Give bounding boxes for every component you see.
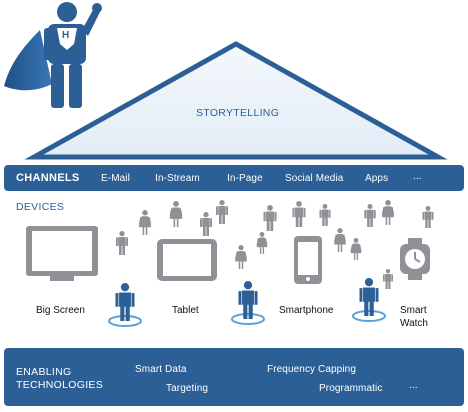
hero-raised-arm [82,8,100,36]
channels-title: CHANNELS [16,172,80,184]
tech-frequency-capping: Frequency Capping [267,364,356,375]
gray-person-icon [381,200,395,225]
tech-programmatic: Programmatic [319,383,383,394]
targeted-users [108,278,386,327]
gray-person-icon [216,200,228,224]
smartwatch-icon [400,238,430,280]
gray-person-icon [383,269,393,289]
enabling-title-line1: ENABLING [16,366,72,378]
gray-person-icon [256,232,268,254]
superhero-figure [4,2,102,108]
gray-person-icon [138,210,152,235]
gray-person-icon [350,238,362,260]
gray-person-icon [422,206,434,228]
channels-bar [4,165,464,191]
gray-person-icon [235,245,247,269]
enabling-title-line2: TECHNOLOGIES [16,379,104,391]
hero-right-leg [69,64,82,108]
tech-more: ... [409,380,418,391]
devices-title: DEVICES [16,201,65,213]
gray-person-icon [319,204,331,226]
channel-apps: Apps [365,173,389,184]
gray-person-icon [116,231,128,255]
gray-person-icon [169,201,183,227]
device-label-big-screen: Big Screen [36,305,85,316]
smartphone-icon [294,236,322,284]
hero-badge-letter: H [62,30,70,41]
target-ring-icon [352,310,386,322]
storytelling-label: STORYTELLING [196,107,280,119]
hero-head [57,2,77,22]
targeted-person-icon [359,278,379,316]
gray-person-icon [200,212,212,236]
targeted-person-icon [115,283,135,321]
cape-shape [4,30,52,91]
storytelling-roof [24,41,448,160]
device-label-smart-watch: Smart Watch [400,305,428,329]
device-label-smartphone: Smartphone [279,305,334,316]
monitor-icon [26,226,98,281]
channel-social-media: Social Media [285,173,344,184]
device-label-tablet: Tablet [172,305,199,316]
channel-email: E-Mail [101,173,130,184]
gray-person-icon [334,228,346,252]
target-ring-icon [231,313,265,325]
gray-person-icon [364,204,376,227]
gray-person-icon [292,201,306,227]
hero-left-arm [44,28,51,60]
channel-more: ... [413,171,422,182]
targeted-person-icon [238,281,258,319]
hero-badge [57,28,77,50]
channel-in-page: In-Page [227,173,263,184]
target-ring-icon [108,315,142,327]
tablet-icon [157,239,217,281]
gray-person-icon [263,205,277,231]
audience-crowd [116,200,434,289]
hero-left-leg [51,64,64,108]
tech-targeting: Targeting [166,383,209,394]
channel-in-stream: In-Stream [155,173,200,184]
tech-smart-data: Smart Data [135,364,187,375]
enabling-technologies-bar [4,348,464,406]
